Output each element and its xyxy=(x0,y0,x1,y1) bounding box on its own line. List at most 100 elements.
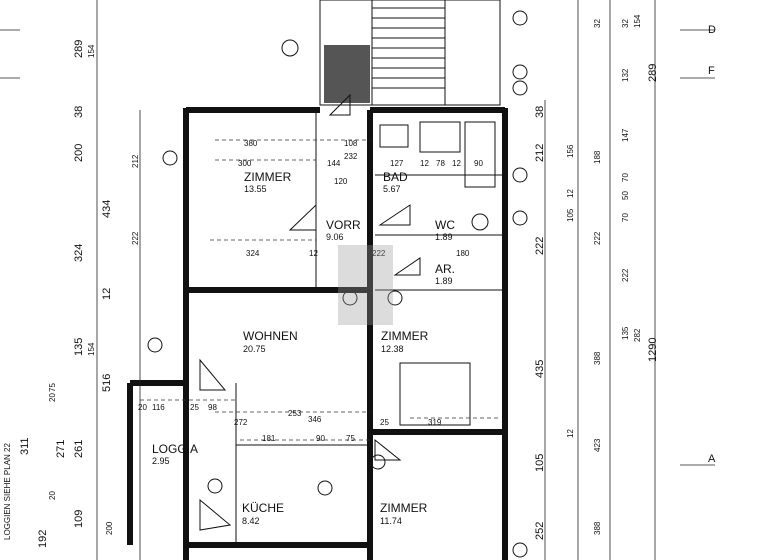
dim: 20 xyxy=(138,403,147,412)
dim: 12 xyxy=(452,159,461,168)
side-note: LOGGIEN SIEHE PLAN 22 xyxy=(3,443,12,540)
dim: 272 xyxy=(234,418,248,427)
room-area: 11.74 xyxy=(380,516,402,526)
dim: 222 xyxy=(621,268,630,282)
room-area: 20.75 xyxy=(243,344,266,354)
dim: 434 xyxy=(101,200,113,218)
dim: 154 xyxy=(633,14,642,28)
dim-dashes xyxy=(140,139,500,441)
room-area: 13.55 xyxy=(244,184,267,194)
dim: 180 xyxy=(456,249,470,258)
dim: 116 xyxy=(152,403,165,412)
room-name: LOGGIA xyxy=(152,442,198,456)
room-name: KÜCHE xyxy=(242,501,284,515)
dim: 253 xyxy=(288,409,302,418)
dim: 78 xyxy=(436,159,445,168)
room-name: BAD xyxy=(383,170,408,184)
outer-walls xyxy=(127,107,508,560)
room-area: 5.67 xyxy=(383,184,401,194)
room-labels: ZIMMER 13.55 VORR 9.06 BAD 5.67 WC 1.89 … xyxy=(152,170,455,526)
dim: 311 xyxy=(19,437,31,455)
dim: 516 xyxy=(101,374,113,392)
dim: 319 xyxy=(428,418,442,427)
dim: 192 xyxy=(37,530,49,548)
room-area: 8.42 xyxy=(242,516,260,526)
watermark xyxy=(338,245,393,325)
dim: 435 xyxy=(534,360,546,378)
dim: 38 xyxy=(534,106,546,118)
dim: 147 xyxy=(621,128,630,142)
dim: 25 xyxy=(190,403,199,412)
interior-walls xyxy=(235,110,505,545)
dim: 423 xyxy=(593,438,602,452)
dim: 108 xyxy=(344,139,358,148)
dim: 12 xyxy=(309,249,318,258)
section-mark: D xyxy=(708,24,716,36)
dim: 154 xyxy=(87,342,96,356)
dim: 75 xyxy=(48,383,57,392)
door-swings xyxy=(199,93,421,531)
dim: 289 xyxy=(73,40,85,58)
dim: 289 xyxy=(647,64,659,82)
dim: 75 xyxy=(346,434,355,443)
room-area: 9.06 xyxy=(326,232,344,242)
dim: 70 xyxy=(621,173,630,182)
dim: 388 xyxy=(593,351,602,365)
section-mark: A xyxy=(708,453,716,465)
left-dimensions-inner: 154 212 222 154 75 20 20 200 xyxy=(48,44,140,535)
dim: 324 xyxy=(246,249,260,258)
room-area: 1.89 xyxy=(435,276,453,286)
dim: 132 xyxy=(621,68,630,82)
dim-lines xyxy=(0,0,715,560)
room-name: WOHNEN xyxy=(243,329,298,343)
dim: 271 xyxy=(55,440,67,458)
dim: 20 xyxy=(48,491,57,500)
dim: 109 xyxy=(73,510,85,528)
dim: 388 xyxy=(593,521,602,535)
dim: 12 xyxy=(566,189,575,198)
staircase xyxy=(319,0,501,106)
room-name: ZIMMER xyxy=(244,170,292,184)
section-mark: F xyxy=(708,65,715,77)
dim: 38 xyxy=(73,106,85,118)
dim: 1290 xyxy=(647,338,659,362)
room-name: ZIMMER xyxy=(381,329,429,343)
dim: 90 xyxy=(316,434,325,443)
room-area: 2.95 xyxy=(152,456,170,466)
dim: 50 xyxy=(621,191,630,200)
room-name: ZIMMER xyxy=(380,501,428,515)
dim: 135 xyxy=(73,338,85,356)
dim: 25 xyxy=(380,418,389,427)
right-dimensions: 38 212 222 435 105 252 156 188 105 222 3… xyxy=(534,14,659,540)
dim: 222 xyxy=(593,231,602,245)
inner-dimensions: 380 108 232 300 144 127 12 78 12 90 120 … xyxy=(138,139,483,443)
dim: 144 xyxy=(327,159,341,168)
dim: 222 xyxy=(372,249,386,258)
dim: 154 xyxy=(87,44,96,58)
dim: 12 xyxy=(420,159,429,168)
dim: 212 xyxy=(534,144,546,162)
dim: 105 xyxy=(566,208,575,222)
level-markers xyxy=(147,10,528,558)
room-name: VORR xyxy=(326,218,361,232)
dim: 300 xyxy=(238,159,252,168)
dim: 20 xyxy=(48,393,57,402)
dim: 324 xyxy=(73,244,85,262)
room-name: WC xyxy=(435,218,455,232)
dim: 222 xyxy=(534,237,546,255)
dim: 181 xyxy=(262,434,276,443)
dim: 156 xyxy=(566,144,575,158)
dim: 232 xyxy=(344,152,358,161)
dim: 261 xyxy=(73,440,85,458)
dim: 127 xyxy=(390,159,404,168)
dim: 188 xyxy=(593,150,602,164)
dim: 105 xyxy=(534,454,546,472)
dim: 222 xyxy=(131,231,140,245)
dim: 32 xyxy=(593,19,602,28)
dim: 200 xyxy=(73,144,85,162)
dim: 32 xyxy=(621,19,630,28)
room-name: AR. xyxy=(435,262,455,276)
dim: 346 xyxy=(308,415,322,424)
room-area: 1.89 xyxy=(435,232,453,242)
